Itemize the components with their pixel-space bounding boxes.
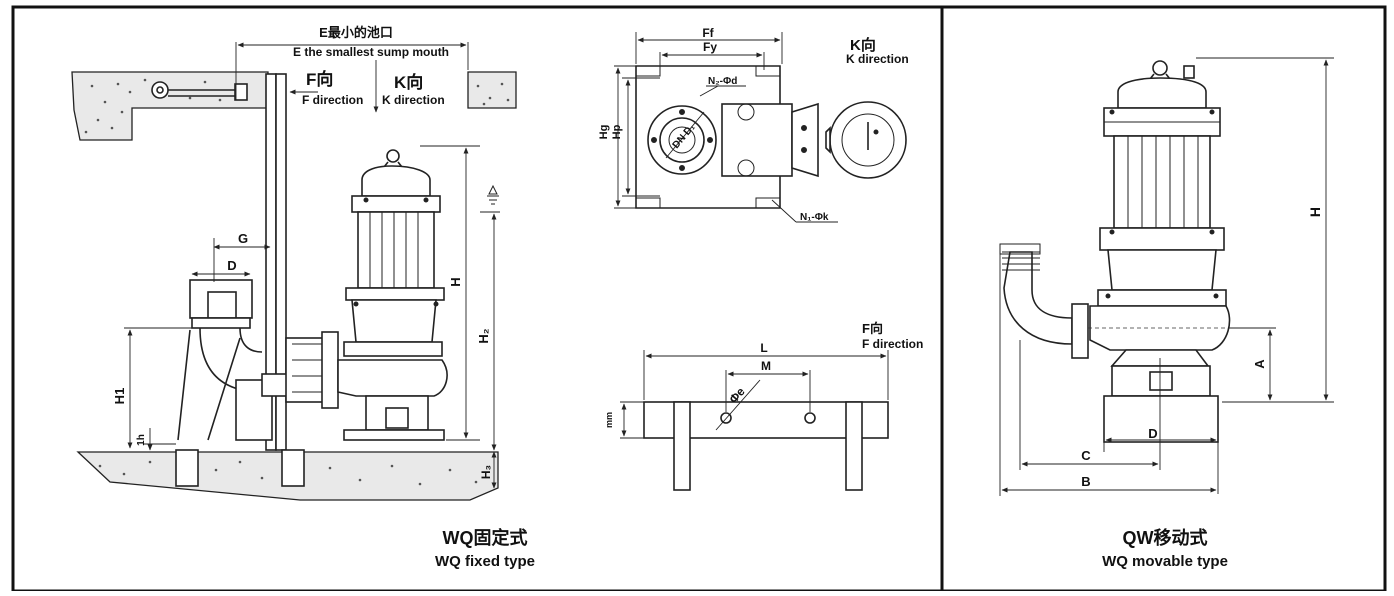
dim-h1-label: H1	[112, 388, 127, 405]
dim-mm-label: mm	[604, 412, 614, 428]
movable-dim-c-label: C	[1081, 448, 1091, 463]
bolt-k-label: N₁-Φk	[800, 212, 829, 223]
movable-type-view: H A D C B QW移动式 WQ movable type	[999, 57, 1334, 570]
fixed-type-view: E最小的池口 E the smallest sump mouth F向 F di…	[71, 25, 535, 570]
dim-hp-label: Hp	[611, 124, 623, 139]
dim-fy-label: Fy	[703, 40, 717, 54]
dim-g-label: G	[238, 231, 248, 246]
f-view-title-cn: F向	[862, 321, 883, 336]
upper-slab-right	[467, 71, 517, 109]
movable-dim-d-label: D	[1148, 426, 1157, 441]
dim-l-label: L	[760, 341, 767, 355]
f-direction-cn: F向	[306, 69, 333, 89]
dim-h2-label: H₂	[476, 328, 491, 343]
k-direction-en: K direction	[382, 93, 445, 107]
movable-dim-b-label: B	[1081, 474, 1090, 489]
dim-h-small-label: 1h	[136, 434, 147, 446]
k-view-title-en: K direction	[846, 52, 909, 66]
fixed-caption-cn: WQ固定式	[443, 527, 528, 548]
sump-mouth-cn: E最小的池口	[319, 25, 393, 40]
direction-markers: F向 F direction K向 K direction	[289, 60, 445, 113]
f-direction-view: F向 F direction L M Φe mm	[604, 321, 923, 491]
dim-d-label: D	[227, 258, 236, 273]
movable-dim-a-label: A	[1252, 359, 1267, 369]
fixed-pump-body	[337, 149, 448, 441]
dim-h-label: H	[448, 277, 463, 286]
movable-caption-en: WQ movable type	[1102, 553, 1228, 570]
f-view-title-en: F direction	[862, 337, 923, 351]
dim-ff-label: Ff	[702, 26, 714, 40]
guide-rail	[265, 73, 287, 451]
dim-sump-mouth: E最小的池口 E the smallest sump mouth	[235, 25, 469, 100]
discharge-elbow	[177, 279, 339, 441]
dim-hg-label: Hg	[598, 125, 610, 140]
dim-m-label: M	[761, 359, 771, 373]
dim-h3-label: H₃	[479, 465, 493, 479]
fixed-view-dimensions: G D H1 1h H H₂ H₃	[112, 145, 500, 489]
f-direction-en: F direction	[302, 93, 363, 107]
movable-dim-h-label: H	[1307, 207, 1323, 217]
k-view-title-cn: K向	[850, 36, 876, 54]
upper-slab-left	[71, 71, 269, 141]
bolt-d-label: N₂-Φd	[708, 76, 737, 87]
sump-mouth-en: E the smallest sump mouth	[293, 45, 449, 59]
movable-caption-cn: QW移动式	[1123, 527, 1208, 548]
k-direction-cn: K向	[394, 72, 423, 92]
lower-floor	[76, 449, 499, 501]
fixed-caption-en: WQ fixed type	[435, 553, 535, 570]
k-direction-view: K向 K direction DN D₁ Ff	[598, 26, 909, 223]
